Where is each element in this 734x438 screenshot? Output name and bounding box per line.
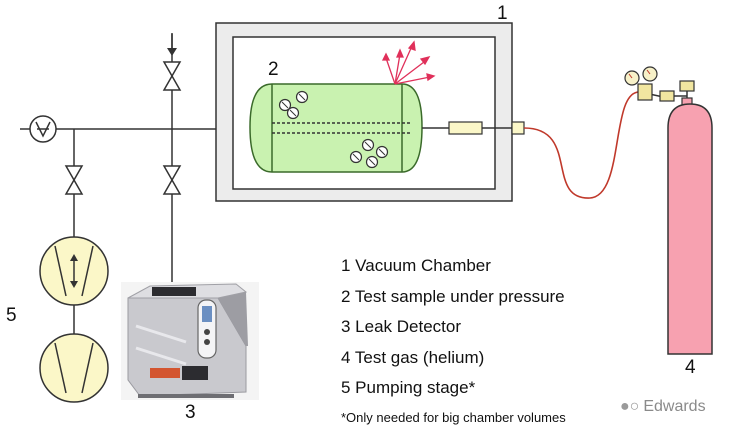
legend-item-pumping-stage: 5 Pumping stage* — [341, 378, 476, 397]
pump-icon — [39, 333, 109, 403]
callout-test-sample: 2 — [268, 59, 279, 80]
helium-cylinder — [667, 97, 713, 355]
valve-icon — [64, 165, 84, 195]
leak-detector — [121, 282, 259, 400]
gauge-icon — [29, 115, 57, 143]
pump-icon — [39, 236, 109, 306]
watermark: ●○Edwards — [620, 398, 706, 416]
callout-pumping-stage: 5 — [6, 305, 17, 326]
legend-item-test-sample: 2 Test sample under pressure — [341, 286, 565, 306]
legend-item-leak-detector: 3 Leak Detector — [341, 317, 462, 336]
watermark-text: Edwards — [643, 398, 706, 415]
legend-footnote: *Only needed for big chamber volumes — [341, 409, 566, 425]
inlet-arrow-icon — [167, 34, 177, 56]
regulator-icon — [624, 66, 695, 104]
callout-vacuum-chamber: 1 — [497, 3, 508, 24]
helium-hose — [523, 91, 641, 199]
helium-leak-icon — [381, 40, 436, 85]
callout-test-gas: 4 — [685, 357, 696, 378]
callout-leak-detector: 3 — [185, 402, 196, 423]
test-sample-vessel — [249, 83, 423, 173]
valve-icon — [162, 61, 182, 91]
sample-feed-line — [422, 121, 525, 135]
valve-icon — [162, 165, 182, 195]
wechat-icon: ●○ — [620, 398, 640, 415]
legend-item-vacuum-chamber: 1 Vacuum Chamber — [341, 256, 491, 275]
legend: 1 Vacuum Chamber 2 Test sample under pre… — [341, 255, 566, 427]
legend-item-test-gas: 4 Test gas (helium) — [341, 347, 485, 367]
